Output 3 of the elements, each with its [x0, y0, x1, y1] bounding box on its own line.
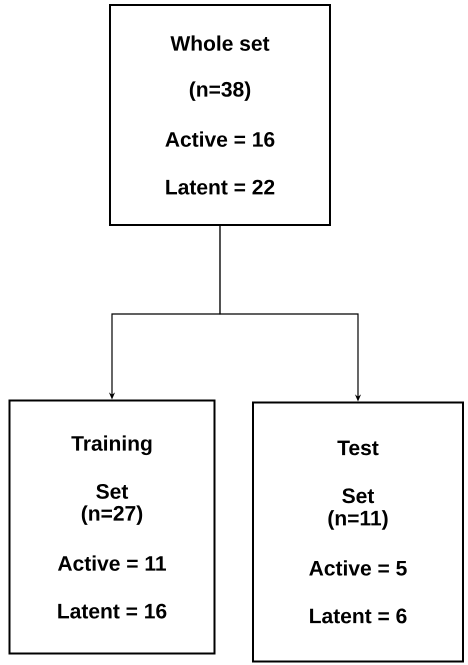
- group-box: Test Set (n=11) Active = 5 Latent = 6: [252, 402, 464, 662]
- group-box: Whole set (n=38) Active = 16 Latent = 22: [109, 4, 331, 226]
- group-box: Training Set (n=27) Active = 11 Latent = 16: [8, 400, 216, 654]
